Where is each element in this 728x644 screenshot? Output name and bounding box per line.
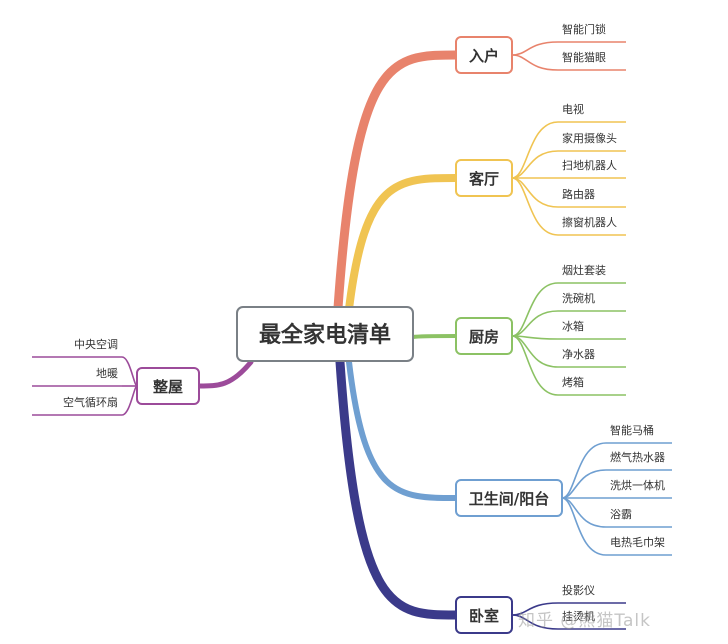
- item-link: [561, 469, 607, 499]
- branch-node-bathroom: [455, 479, 563, 517]
- central-node-label: 最全家电清单: [259, 322, 391, 348]
- item-link: [561, 497, 607, 556]
- branch-label-wholehouse: 整屋: [153, 378, 183, 396]
- leaf-item: 电热毛巾架: [610, 535, 665, 549]
- item-link: [511, 41, 559, 56]
- leaf-item: 挂烫机: [562, 609, 595, 623]
- branch-label-living: 客厅: [468, 170, 499, 188]
- branch-node-living: [455, 159, 513, 197]
- leaf-item: 烤箱: [562, 375, 584, 389]
- leaf-item: 投影仪: [562, 583, 595, 597]
- leaf-item: 洗碗机: [562, 291, 595, 305]
- leaf-item: 地暖: [96, 367, 118, 380]
- watermark: 知乎 @熊猫Talk: [518, 611, 651, 631]
- branch-node-entrance: [455, 36, 513, 74]
- leaf-item: 路由器: [562, 187, 595, 201]
- branch-label-kitchen: 厨房: [469, 328, 499, 346]
- branch-label-bathroom: 卫生间/阳台: [469, 490, 549, 508]
- branch-link-bathroom: [346, 359, 459, 501]
- branch-link-entrance: [333, 50, 461, 313]
- branch-link-living: [345, 174, 460, 313]
- item-link: [511, 177, 559, 236]
- leaf-item: 净水器: [562, 347, 595, 361]
- branch-node-wholehouse: [136, 367, 200, 405]
- branch-label-bedroom: 卧室: [469, 607, 499, 625]
- leaf-item: 冰箱: [562, 319, 584, 333]
- branch-link-kitchen: [411, 334, 458, 339]
- leaf-item: 中央空调: [74, 337, 118, 351]
- central-node-box: [236, 306, 414, 362]
- leaf-item: 扫地机器人: [562, 158, 617, 172]
- leaf-item: 空气循环扇: [63, 395, 118, 409]
- leaf-item: 智能马桶: [610, 423, 654, 437]
- item-link: [511, 282, 559, 337]
- leaf-item: 擦窗机器人: [562, 215, 617, 229]
- leaf-item: 家用摄像头: [562, 131, 617, 145]
- item-link: [121, 356, 138, 387]
- branch-label-entrance: 入户: [469, 47, 499, 65]
- item-link: [511, 121, 559, 179]
- leaf-item: 智能门锁: [562, 22, 606, 36]
- item-link: [511, 310, 559, 337]
- branch-link-bedroom: [335, 357, 461, 620]
- leaf-item: 洗烘一体机: [610, 478, 665, 492]
- branch-link-wholehouse: [196, 359, 254, 389]
- leaf-item: 烟灶套装: [562, 263, 606, 277]
- item-link: [511, 335, 559, 396]
- branch-node-kitchen: [455, 317, 513, 355]
- leaf-item: 电视: [562, 102, 584, 116]
- leaf-item: 智能猫眼: [562, 50, 606, 64]
- branch-node-bedroom: [455, 596, 513, 634]
- leaf-item: 燃气热水器: [610, 450, 665, 464]
- item-link: [121, 385, 138, 416]
- leaf-item: 浴霸: [610, 508, 632, 521]
- item-link: [511, 54, 559, 71]
- item-link: [511, 614, 559, 630]
